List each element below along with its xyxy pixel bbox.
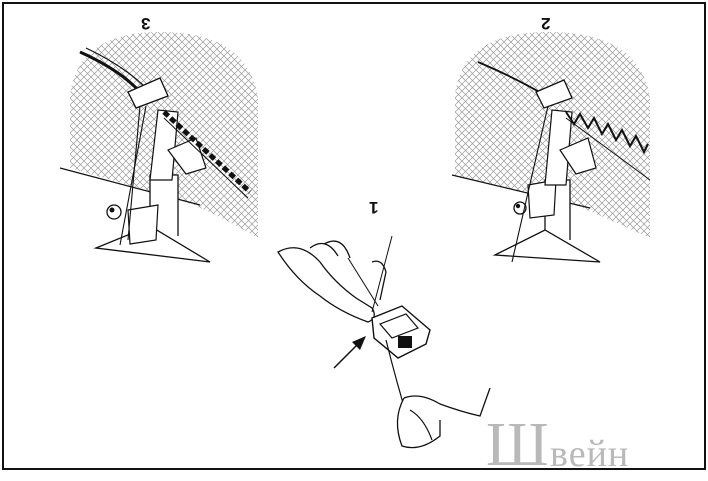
watermark-text: вейн: [550, 434, 629, 474]
step-label-1: 1: [369, 197, 378, 217]
hand-lower: [397, 388, 490, 448]
step-label-2: 2: [541, 13, 550, 33]
panel-step-2: [452, 32, 650, 262]
step-label-3: 3: [141, 13, 150, 33]
panel-step-3: [60, 32, 258, 262]
arrow-icon: [334, 336, 366, 368]
watermark-mark: Ш: [486, 414, 549, 476]
panel-step-1: [278, 236, 490, 448]
hand-upper: [278, 248, 374, 322]
watermark: Ш вейн: [478, 412, 708, 476]
